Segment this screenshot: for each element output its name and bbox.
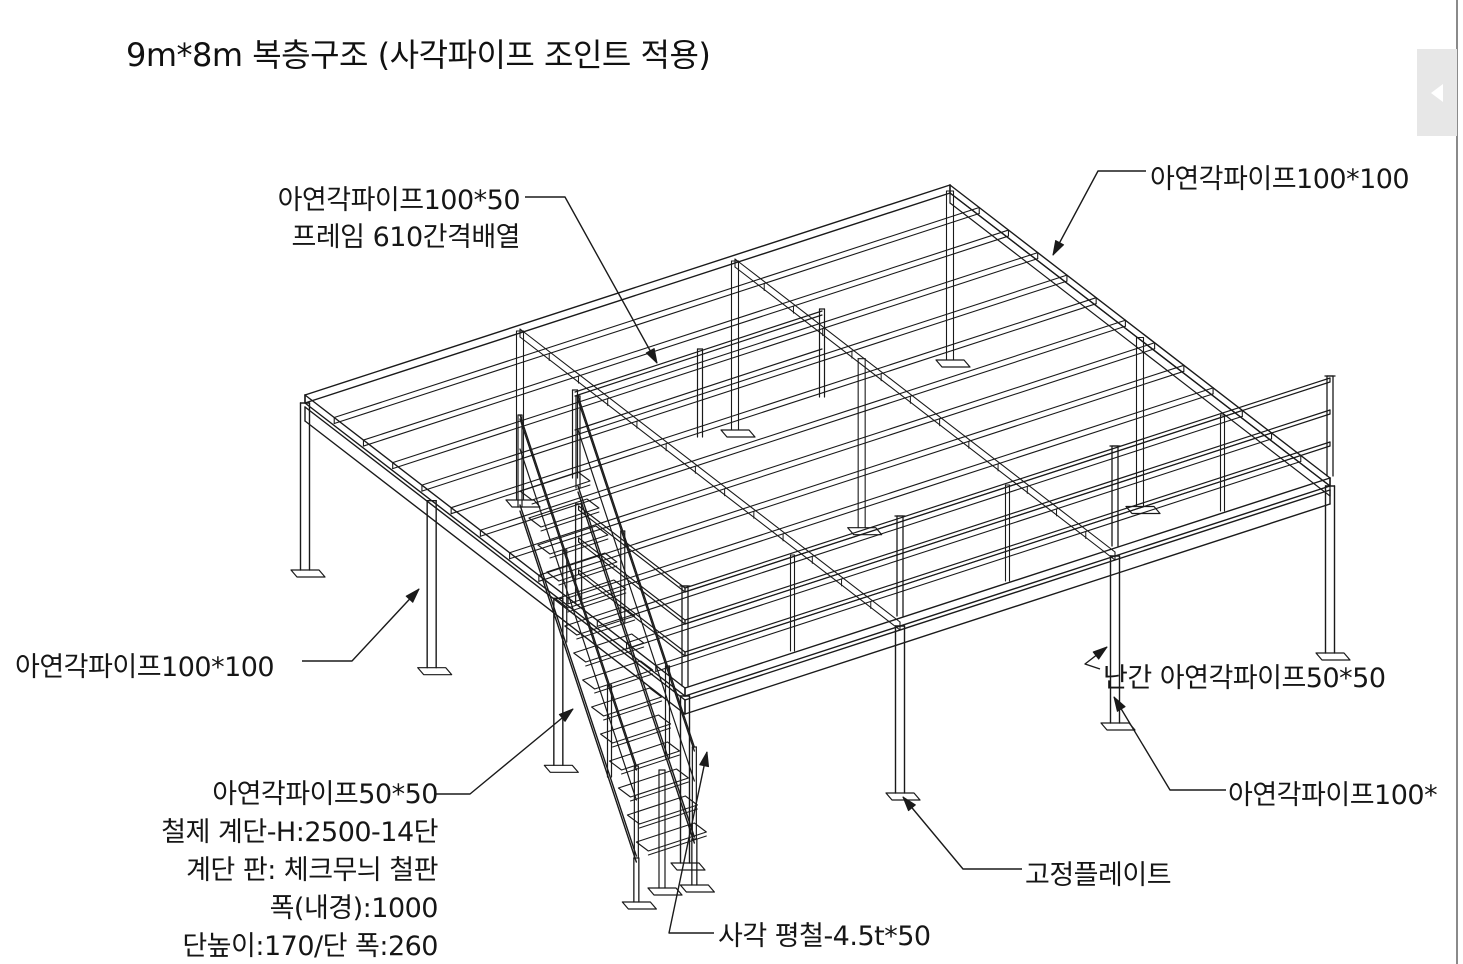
left-triangle-icon: [1431, 83, 1443, 102]
callout-column-bottom-right: 아연각파이프100*: [1228, 780, 1438, 811]
stairwell-railing: [571, 308, 826, 479]
railing: [574, 375, 1336, 687]
collapse-panel-button[interactable]: [1417, 49, 1457, 136]
leaders: [302, 170, 1226, 934]
callout-handrail: 난간 아연각파이프50*50: [1103, 663, 1386, 694]
deck: [304, 184, 1331, 715]
back-columns: [505, 190, 1161, 536]
callout-frame-pipe-line1: 아연각파이프100*50: [277, 185, 521, 216]
callout-column-left: 아연각파이프100*100: [15, 652, 275, 683]
stairs: [517, 395, 715, 910]
callout-stairs-spec: 아연각파이프50*50 철제 계단-H:2500-14단 계단 판: 체크무늬 …: [60, 776, 438, 964]
panel-divider: [1456, 0, 1458, 964]
callout-frame-pipe-line2: 프레임 610간격배열: [291, 222, 521, 253]
callout-stairs-line3: 계단 판: 체크무늬 철판: [186, 855, 438, 886]
drawing-title: 9m*8m 복층구조 (사각파이프 조인트 적용): [126, 36, 711, 74]
callout-base-plate: 고정플레이트: [1025, 860, 1172, 891]
callout-flat-bar: 사각 평철-4.5t*50: [718, 921, 931, 952]
callout-column-top-right: 아연각파이프100*100: [1150, 164, 1410, 195]
callout-frame-pipe: 아연각파이프100*50 프레임 610간격배열: [218, 182, 521, 256]
callout-stairs-line4: 폭(내경):1000: [269, 893, 439, 924]
columns: [290, 402, 1351, 871]
callout-stairs-line1: 아연각파이프50*50: [212, 779, 438, 810]
callout-stairs-line5: 단높이:170/단 폭:260: [182, 931, 438, 962]
callout-stairs-line2: 철제 계단-H:2500-14단: [161, 817, 438, 848]
